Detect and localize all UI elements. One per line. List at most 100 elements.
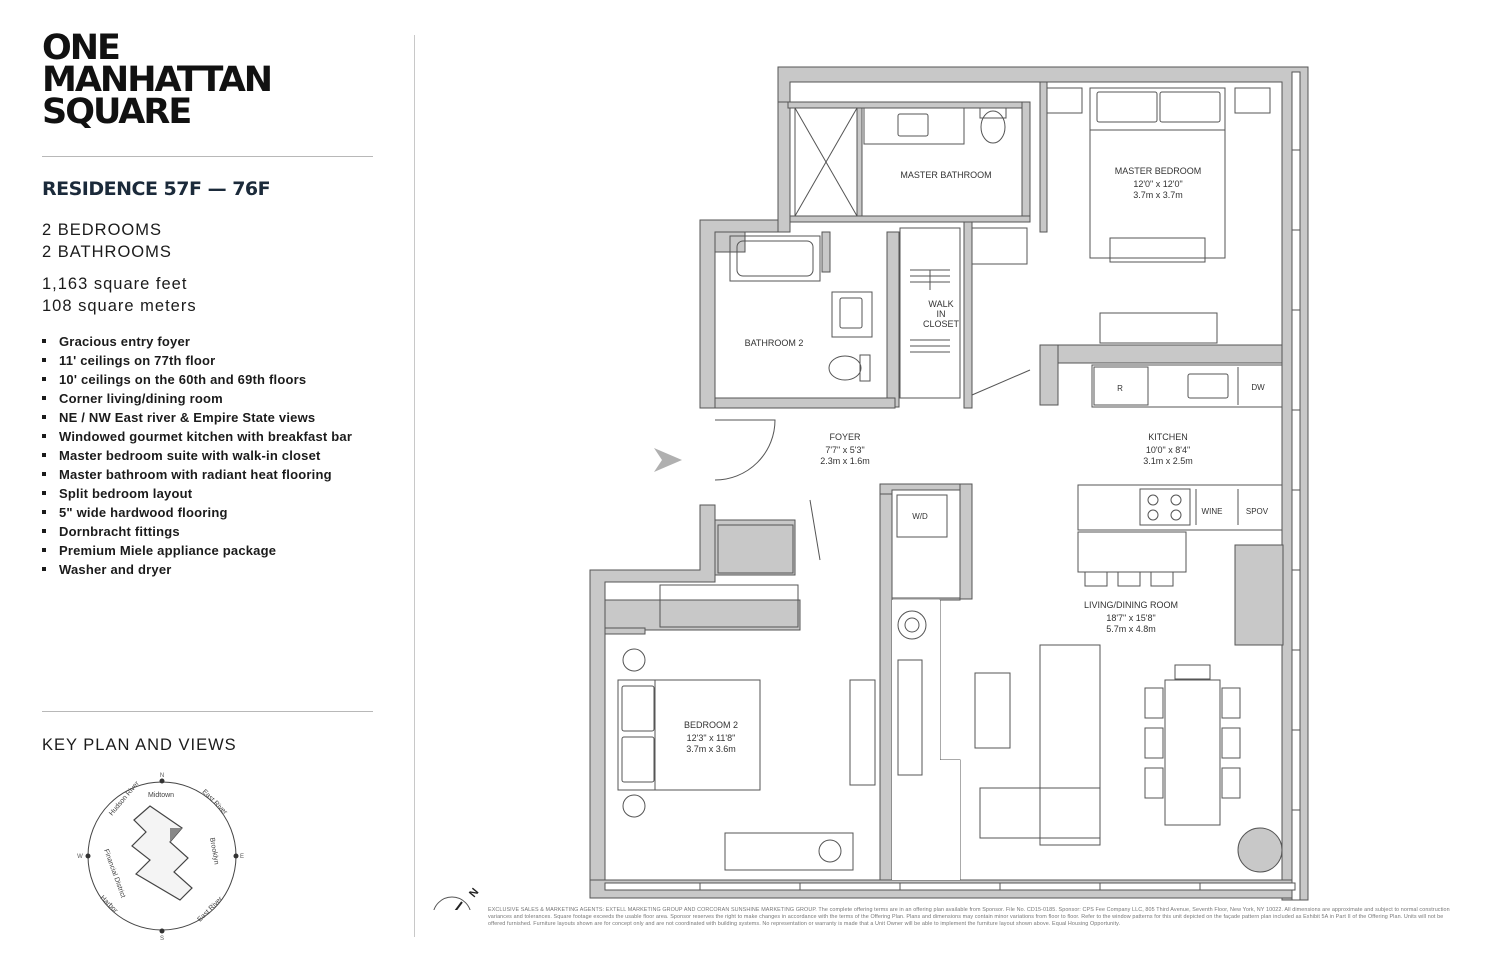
divider-bottom (42, 711, 373, 712)
info-panel: ONE MANHATTAN SQUARE RESIDENCE 57F — 76F… (0, 0, 400, 971)
feature-item: Premium Miele appliance package (42, 541, 352, 560)
keyplan-marker-w (85, 853, 91, 859)
bullet-icon (42, 548, 46, 552)
keyplan-harbor: Harbor (99, 894, 120, 915)
doors (714, 369, 1031, 561)
label-in: IN (937, 309, 946, 319)
feature-item: 5" wide hardwood flooring (42, 503, 352, 522)
lamp-icon (622, 648, 646, 672)
area-sqft: 1,163 square feet (42, 275, 188, 293)
bullet-icon (42, 358, 46, 362)
keyplan-title: KEY PLAN AND VIEWS (42, 736, 237, 754)
vanity (863, 107, 965, 145)
dim-foyer-m: 2.3m x 1.6m (820, 456, 870, 466)
nightstand-right (1234, 87, 1271, 114)
label-wd: W/D (912, 512, 928, 521)
keyplan-east-river-bottom: East River (196, 895, 224, 923)
key-plan-diagram: N S W E Hudson River Midtown East River … (77, 773, 244, 940)
kitchen-island (1077, 484, 1283, 531)
label-walk: WALK (928, 299, 953, 309)
master-door (971, 369, 1031, 396)
keyplan-marker-e (233, 853, 239, 859)
nightstand-left (1046, 87, 1083, 114)
bullet-icon (42, 377, 46, 381)
feature-item: Dornbracht fittings (42, 522, 352, 541)
bullet-icon (42, 510, 46, 514)
coffee-table (974, 672, 1011, 749)
sink-basin (839, 297, 863, 329)
toilet-icon (828, 355, 862, 381)
keyplan-hudson: Hudson River (108, 780, 141, 817)
chair-icon (818, 839, 842, 863)
label-master-bedroom: MASTER BEDROOM (1115, 166, 1202, 176)
keyplan-brooklyn: Brooklyn (208, 837, 220, 865)
living-fixtures (897, 610, 1283, 873)
desk (724, 832, 854, 871)
bed2 (617, 679, 761, 791)
feature-item: Master bathroom with radiant heat floori… (42, 465, 352, 484)
residence-title: RESIDENCE 57F — 76F (42, 178, 271, 200)
keyplan-financial: Financial District (102, 848, 126, 899)
label-master-bathroom: MASTER BATHROOM (900, 170, 991, 180)
tv-console (897, 659, 923, 776)
closet-outline (899, 227, 961, 399)
closet-2 (717, 524, 794, 574)
toilet-tank (979, 107, 1007, 119)
dim-kitchen-ft: 10'0" x 8'4" (1146, 445, 1190, 455)
dim-kitchen-m: 3.1m x 2.5m (1143, 456, 1193, 466)
bullet-icon (42, 567, 46, 571)
bullet-icon (42, 491, 46, 495)
feature-item: Washer and dryer (42, 560, 352, 579)
feature-item: Corner living/dining room (42, 389, 352, 408)
bullet-icon (42, 529, 46, 533)
dresser (849, 679, 876, 786)
column (1237, 827, 1283, 873)
features-list: Gracious entry foyer 11' ceilings on 77t… (42, 332, 352, 579)
north-compass: N (433, 886, 481, 910)
keyplan-s: S (160, 936, 164, 940)
keyplan-midtown: Midtown (148, 792, 174, 799)
bedroom2-door (809, 499, 821, 561)
logo-line-2: MANHATTAN (42, 60, 273, 100)
chair (971, 227, 1028, 265)
keyplan-east-river-top: East River (201, 788, 229, 816)
keyplan-building (131, 805, 193, 901)
master-bedroom-fixtures (971, 87, 1271, 344)
interior-walls (604, 81, 1284, 881)
feature-item: 11' ceilings on 77th floor (42, 351, 352, 370)
keyplan-marker-n (159, 778, 165, 784)
dresser (1099, 312, 1218, 344)
breakfast-bar (1077, 531, 1187, 573)
keyplan-unit-highlight (170, 828, 182, 842)
stool (1084, 571, 1108, 587)
area-sqm: 108 square meters (42, 297, 197, 315)
label-fridge: R (1117, 384, 1123, 393)
bullet-icon (42, 434, 46, 438)
chaise (979, 787, 1101, 839)
feature-item: Windowed gourmet kitchen with breakfast … (42, 427, 352, 446)
bullet-icon (42, 339, 46, 343)
walk-in-closet-fixtures (899, 227, 961, 399)
keyplan-e: E (240, 854, 244, 860)
bedroom2-fixtures (617, 524, 876, 871)
wd-unit (896, 494, 948, 538)
sink-icon (897, 113, 929, 137)
sink-icon (1187, 373, 1229, 399)
entry-arrow (654, 448, 682, 472)
bench (1109, 237, 1206, 263)
dim-bedroom2-ft: 12'3" x 11'8" (687, 733, 736, 743)
dim-bedroom2-m: 3.7m x 3.6m (686, 744, 736, 754)
label-living: LIVING/DINING ROOM (1084, 600, 1178, 610)
label-closet: CLOSET (923, 319, 960, 329)
entry-door (714, 419, 776, 481)
sink-icon (831, 291, 873, 338)
master-bed (1089, 87, 1226, 259)
bathtub (729, 235, 821, 282)
disclaimer: EXCLUSIVE SALES & MARKETING AGENTS: EXTE… (488, 907, 1450, 928)
lamp-icon (622, 794, 646, 818)
label-dishwasher: DW (1251, 383, 1265, 392)
toilet-icon (980, 110, 1006, 144)
bullet-icon (42, 472, 46, 476)
logo-line-1: ONE (42, 28, 121, 68)
panel-divider (414, 35, 415, 937)
